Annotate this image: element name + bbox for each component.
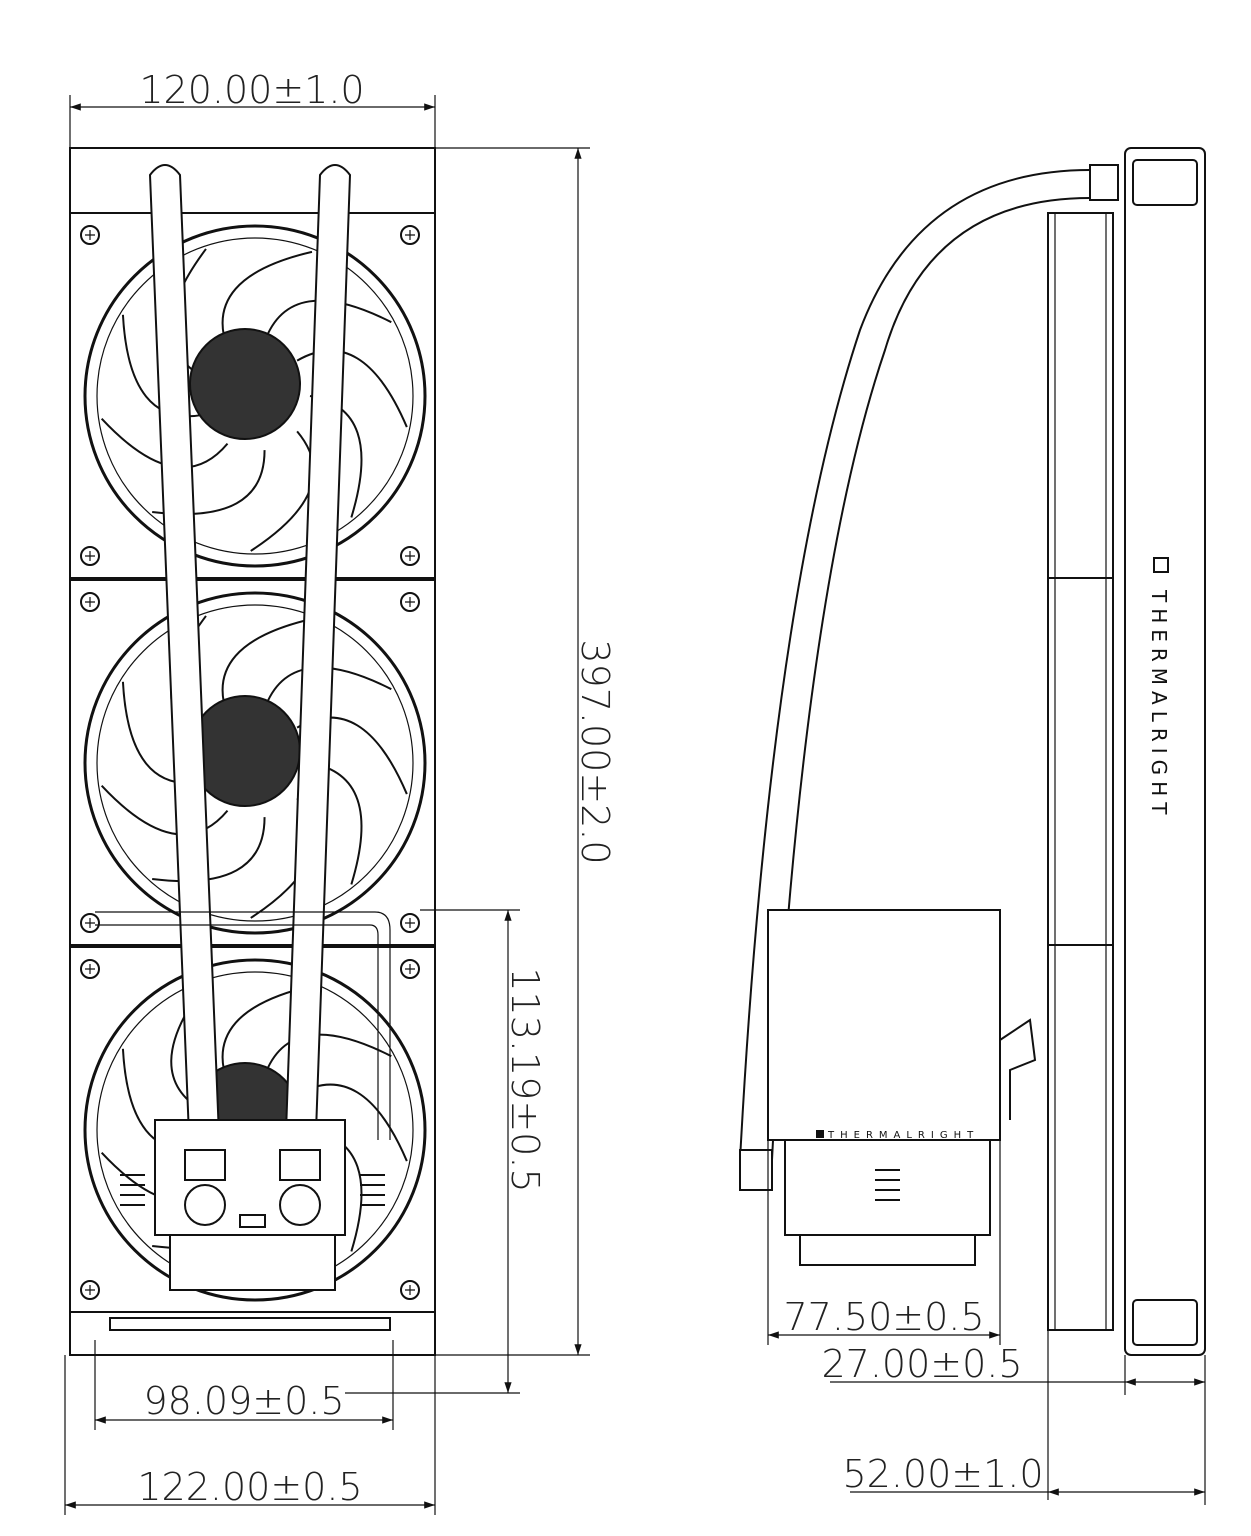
pump-base — [169, 1234, 336, 1291]
radiator-bottom-cap — [109, 1317, 391, 1331]
dim-pump-width: 98.09±0.5 — [143, 1379, 344, 1423]
fan-1 — [69, 212, 436, 579]
dim-total-thickness: 52.00±1.0 — [842, 1452, 1043, 1496]
screw-icon — [400, 1280, 420, 1300]
brand-logo-icon — [1153, 557, 1169, 573]
front-view — [69, 147, 436, 1356]
front-dimensions: 120.00±1.0 397.00±2.0 113.19±0.5 98.09±0… — [64, 68, 617, 1515]
dim-pump-height: 113.19±0.5 — [503, 967, 547, 1192]
screw-icon — [80, 546, 100, 566]
tube-inner — [771, 197, 1091, 1161]
screw-icon — [80, 225, 100, 245]
dim-height-total: 397.00±2.0 — [573, 639, 617, 864]
right-fitting — [279, 1149, 321, 1181]
fan-2 — [69, 579, 436, 946]
fans-side — [1047, 212, 1114, 1331]
pump-cable — [95, 911, 391, 1140]
side-logo: THERMALRIGHT — [1147, 589, 1171, 820]
tube-fitting-side — [1089, 164, 1119, 201]
dim-pump-depth: 77.50±0.5 — [783, 1295, 984, 1339]
radiator-side — [1124, 147, 1206, 1356]
screw-icon — [80, 1280, 100, 1300]
side-dimensions: 77.50±0.5 27.00±0.5 52.00±1.0 — [767, 1140, 1206, 1505]
dim-width-bottom: 122.00±0.5 — [137, 1465, 362, 1509]
screw-icon — [80, 913, 100, 933]
right-tube — [283, 164, 352, 1161]
pump-logo: THERMALRIGHT — [827, 1130, 979, 1141]
pump-connector — [999, 1018, 1037, 1120]
left-tube — [148, 164, 222, 1161]
screw-icon — [400, 959, 420, 979]
fan-hub — [189, 695, 301, 807]
screw-icon — [80, 959, 100, 979]
side-view: THERMALRIGHT THERMALRIGHT — [739, 147, 1206, 1356]
dim-fan-thickness: 27.00±0.5 — [821, 1342, 1022, 1386]
mounting-springs — [120, 1174, 385, 1206]
screw-icon — [400, 546, 420, 566]
tube-outer — [739, 169, 1091, 1161]
pump-base-side — [784, 1139, 991, 1236]
screw-icon — [400, 913, 420, 933]
screw-icon — [400, 225, 420, 245]
fan-hub — [189, 328, 301, 440]
dim-width-top: 120.00±1.0 — [139, 68, 364, 112]
pump-side — [767, 909, 1001, 1141]
screw-icon — [80, 592, 100, 612]
screw-icon — [400, 592, 420, 612]
left-fitting — [184, 1149, 226, 1181]
